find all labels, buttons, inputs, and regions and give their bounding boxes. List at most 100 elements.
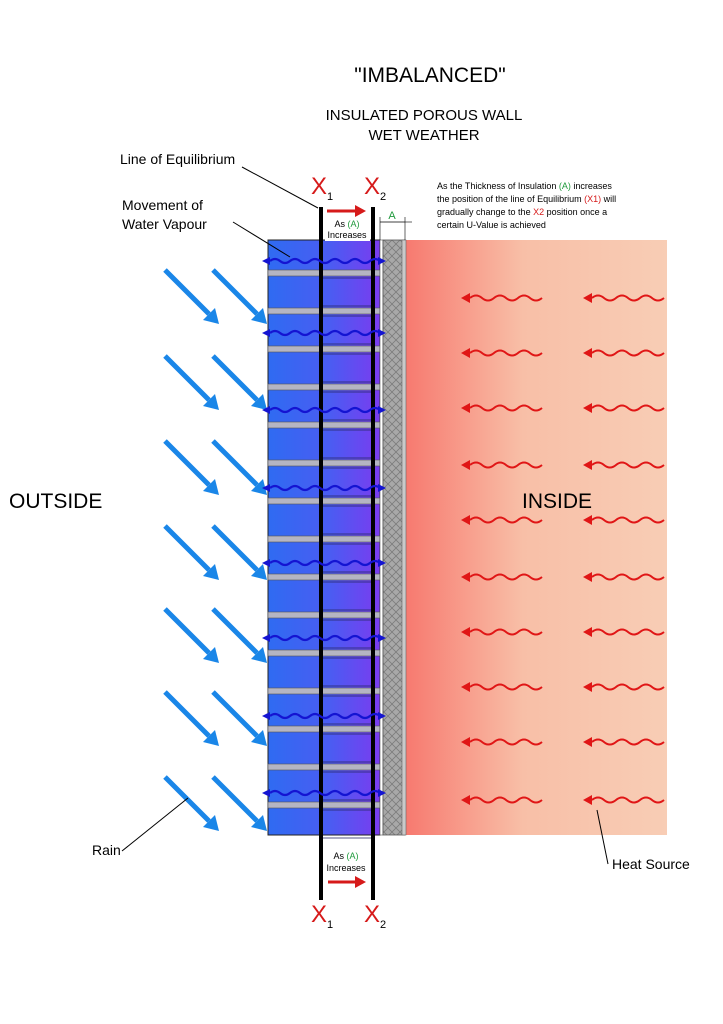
increase-note-top-2: Increases bbox=[327, 230, 367, 240]
rain-arrow bbox=[211, 354, 259, 402]
mortar-joint bbox=[267, 345, 381, 353]
rain-arrow bbox=[163, 268, 211, 316]
rain-arrowhead bbox=[251, 308, 267, 324]
svg-text:gradually change to the X2 pos: gradually change to the X2 position once… bbox=[437, 207, 607, 217]
x2-marker-bottom: X2 bbox=[364, 901, 386, 931]
vapour-wave bbox=[269, 484, 381, 492]
mortar-joint bbox=[267, 801, 381, 809]
masonry-wall bbox=[267, 239, 381, 839]
vapour-arrowhead-left bbox=[262, 712, 270, 720]
heat-arrowhead bbox=[461, 403, 470, 413]
subtitle-line-1: INSULATED POROUS WALL bbox=[326, 107, 523, 124]
outside-label: OUTSIDE bbox=[9, 490, 102, 513]
vapour-arrowhead-right bbox=[378, 257, 386, 265]
increase-note-bottom-2: Increases bbox=[326, 863, 366, 873]
vapour-wave bbox=[269, 329, 381, 337]
vapour-wave bbox=[269, 789, 381, 797]
heat-leader-line bbox=[596, 809, 609, 865]
heat-arrowhead bbox=[583, 403, 592, 413]
x1-marker-bottom: X1 bbox=[311, 901, 333, 931]
heat-wave bbox=[469, 349, 543, 357]
heat-arrows bbox=[461, 293, 665, 805]
heat-arrowhead bbox=[583, 572, 592, 582]
vapour-arrowhead-right bbox=[378, 789, 386, 797]
heat-arrowhead bbox=[583, 348, 592, 358]
mortar-joint bbox=[267, 497, 381, 505]
line-of-equilibrium-label: Line of Equilibrium bbox=[120, 151, 235, 167]
rain-arrow bbox=[211, 439, 259, 487]
rain-arrow bbox=[211, 524, 259, 572]
svg-text:As the Thickness of Insulation: As the Thickness of Insulation (A) incre… bbox=[437, 181, 612, 191]
rain-arrowhead bbox=[203, 815, 219, 831]
rain-arrowhead bbox=[251, 815, 267, 831]
heat-arrowhead bbox=[583, 460, 592, 470]
thickness-marker: A bbox=[388, 210, 396, 222]
equilibrium-leader-line bbox=[241, 166, 319, 209]
heat-arrowhead bbox=[583, 682, 592, 692]
movement-label-line-1: Movement of bbox=[122, 197, 203, 213]
heat-wave bbox=[469, 573, 543, 581]
heat-wave bbox=[469, 404, 543, 412]
rain-arrowhead bbox=[203, 308, 219, 324]
heat-wave bbox=[591, 683, 665, 691]
mortar-joint bbox=[267, 649, 381, 657]
heat-wave bbox=[591, 628, 665, 636]
rain-arrowhead bbox=[203, 479, 219, 495]
heat-arrowhead bbox=[583, 627, 592, 637]
heat-wave bbox=[591, 349, 665, 357]
heat-wave bbox=[591, 404, 665, 412]
heat-arrowhead bbox=[583, 515, 592, 525]
x2-marker-top: X2 bbox=[364, 173, 386, 203]
rain-arrowhead bbox=[251, 479, 267, 495]
rain-arrowhead bbox=[251, 394, 267, 410]
vapour-arrowhead-left bbox=[262, 257, 270, 265]
rain-leader-line bbox=[121, 797, 189, 852]
mortar-joint bbox=[267, 307, 381, 315]
rain-label: Rain bbox=[92, 842, 121, 858]
rain-arrow bbox=[163, 607, 211, 655]
heat-arrowhead bbox=[583, 737, 592, 747]
inner-finish bbox=[401, 239, 407, 836]
heat-arrowhead bbox=[461, 627, 470, 637]
mortar-joint bbox=[267, 687, 381, 695]
heat-wave bbox=[469, 738, 543, 746]
cavity-strip bbox=[379, 239, 384, 836]
movement-label-line-2: Water Vapour bbox=[122, 216, 207, 232]
svg-text:certain U-Value is achieved: certain U-Value is achieved bbox=[437, 220, 546, 230]
vapour-arrowhead-right bbox=[378, 559, 386, 567]
mortar-joint bbox=[267, 763, 381, 771]
vapour-wave bbox=[269, 257, 381, 265]
heat-wave bbox=[591, 294, 665, 302]
vapour-wave bbox=[269, 712, 381, 720]
heat-wave bbox=[591, 573, 665, 581]
vapour-arrowhead-left bbox=[262, 484, 270, 492]
rain-arrowhead bbox=[251, 647, 267, 663]
heat-arrowhead bbox=[461, 348, 470, 358]
rain-arrowhead bbox=[251, 564, 267, 580]
mortar-joint bbox=[267, 459, 381, 467]
rain-arrowhead bbox=[251, 730, 267, 746]
vapour-wave bbox=[269, 559, 381, 567]
increase-arrowhead-top bbox=[355, 205, 366, 217]
heat-arrowhead bbox=[583, 293, 592, 303]
subtitle-line-2: WET WEATHER bbox=[368, 127, 479, 144]
heat-arrowhead bbox=[583, 795, 592, 805]
mortar-joint bbox=[267, 383, 381, 391]
heat-source-label: Heat Source bbox=[612, 856, 690, 872]
vapour-arrowhead-left bbox=[262, 329, 270, 337]
vapour-arrows bbox=[262, 257, 386, 797]
rain-arrow bbox=[163, 354, 211, 402]
heat-wave bbox=[591, 461, 665, 469]
heat-wave bbox=[469, 516, 543, 524]
vapour-arrowhead-right bbox=[378, 329, 386, 337]
mortar-joint bbox=[267, 573, 381, 581]
heat-arrowhead bbox=[461, 795, 470, 805]
rain-arrow bbox=[163, 524, 211, 572]
rain-arrow bbox=[211, 690, 259, 738]
vapour-arrowhead-left bbox=[262, 634, 270, 642]
increase-arrowhead-bottom bbox=[355, 876, 366, 888]
heat-arrowhead bbox=[461, 572, 470, 582]
mortar-joint bbox=[267, 535, 381, 543]
vapour-wave bbox=[269, 634, 381, 642]
heat-wave bbox=[469, 683, 543, 691]
